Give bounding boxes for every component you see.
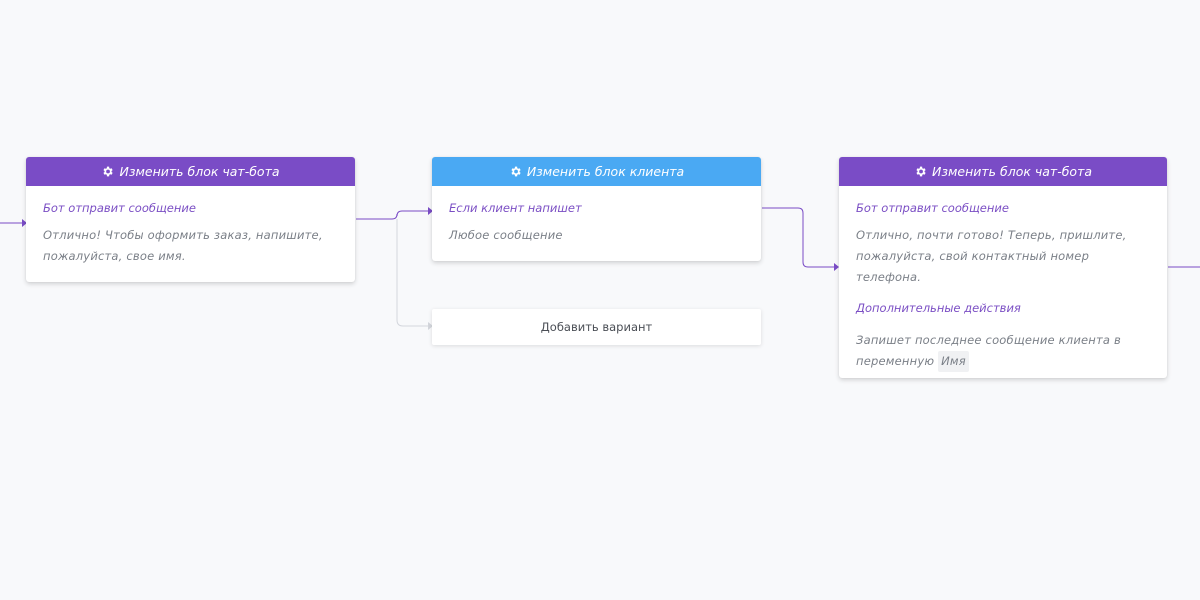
connector-arrow-add	[428, 322, 433, 330]
block-header-title: Изменить блок чат-бота	[119, 164, 280, 179]
gear-icon	[916, 166, 926, 177]
block-header-title: Изменить блок чат-бота	[931, 164, 1093, 179]
connector-2-3	[762, 207, 834, 268]
edit-bot-block-button[interactable]: Изменить блок чат-бота	[26, 157, 355, 186]
block-label: Если клиент напишет	[449, 201, 582, 215]
extra-action-text: Запишет последнее сообщение клиента в пе…	[856, 330, 1150, 372]
add-variant-label: Добавить вариант	[540, 320, 653, 334]
connector-1-add	[396, 219, 428, 327]
add-variant-button[interactable]: Добавить вариант	[432, 309, 761, 345]
block-label: Бот отправит сообщение	[856, 201, 1009, 215]
client-block[interactable]: Изменить блок клиента Если клиент напише…	[432, 157, 761, 261]
connector-arrow-2	[428, 207, 433, 215]
block-header-title: Изменить блок клиента	[526, 164, 685, 179]
extra-actions-label: Дополнительные действия	[856, 301, 1021, 315]
connector-1-2	[356, 210, 428, 220]
bot-block-2[interactable]: Изменить блок чат-бота Бот отправит сооб…	[839, 157, 1167, 378]
connector-arrow-1	[22, 219, 27, 227]
gear-icon	[103, 166, 114, 177]
gear-icon	[511, 166, 521, 177]
block-message-text: Отличнo! Чтобы оформить заказ, напишите,…	[43, 228, 323, 263]
extra-action-description: Запишет последнее сообщение клиента в пе…	[856, 333, 1122, 368]
edit-client-block-button[interactable]: Изменить блок клиента	[432, 157, 761, 186]
block-condition-text: Любое сообщение	[449, 228, 563, 242]
block-message-text: Отлично, почти готово! Теперь, пришлите,…	[856, 228, 1127, 284]
variable-chip: Имя	[938, 351, 969, 372]
bot-block-1[interactable]: Изменить блок чат-бота Бот отправит сооб…	[26, 157, 355, 282]
block-label: Бот отправит сообщение	[43, 201, 196, 215]
edit-bot-block-button[interactable]: Изменить блок чат-бота	[839, 157, 1167, 186]
connector-arrow-3	[834, 263, 839, 271]
